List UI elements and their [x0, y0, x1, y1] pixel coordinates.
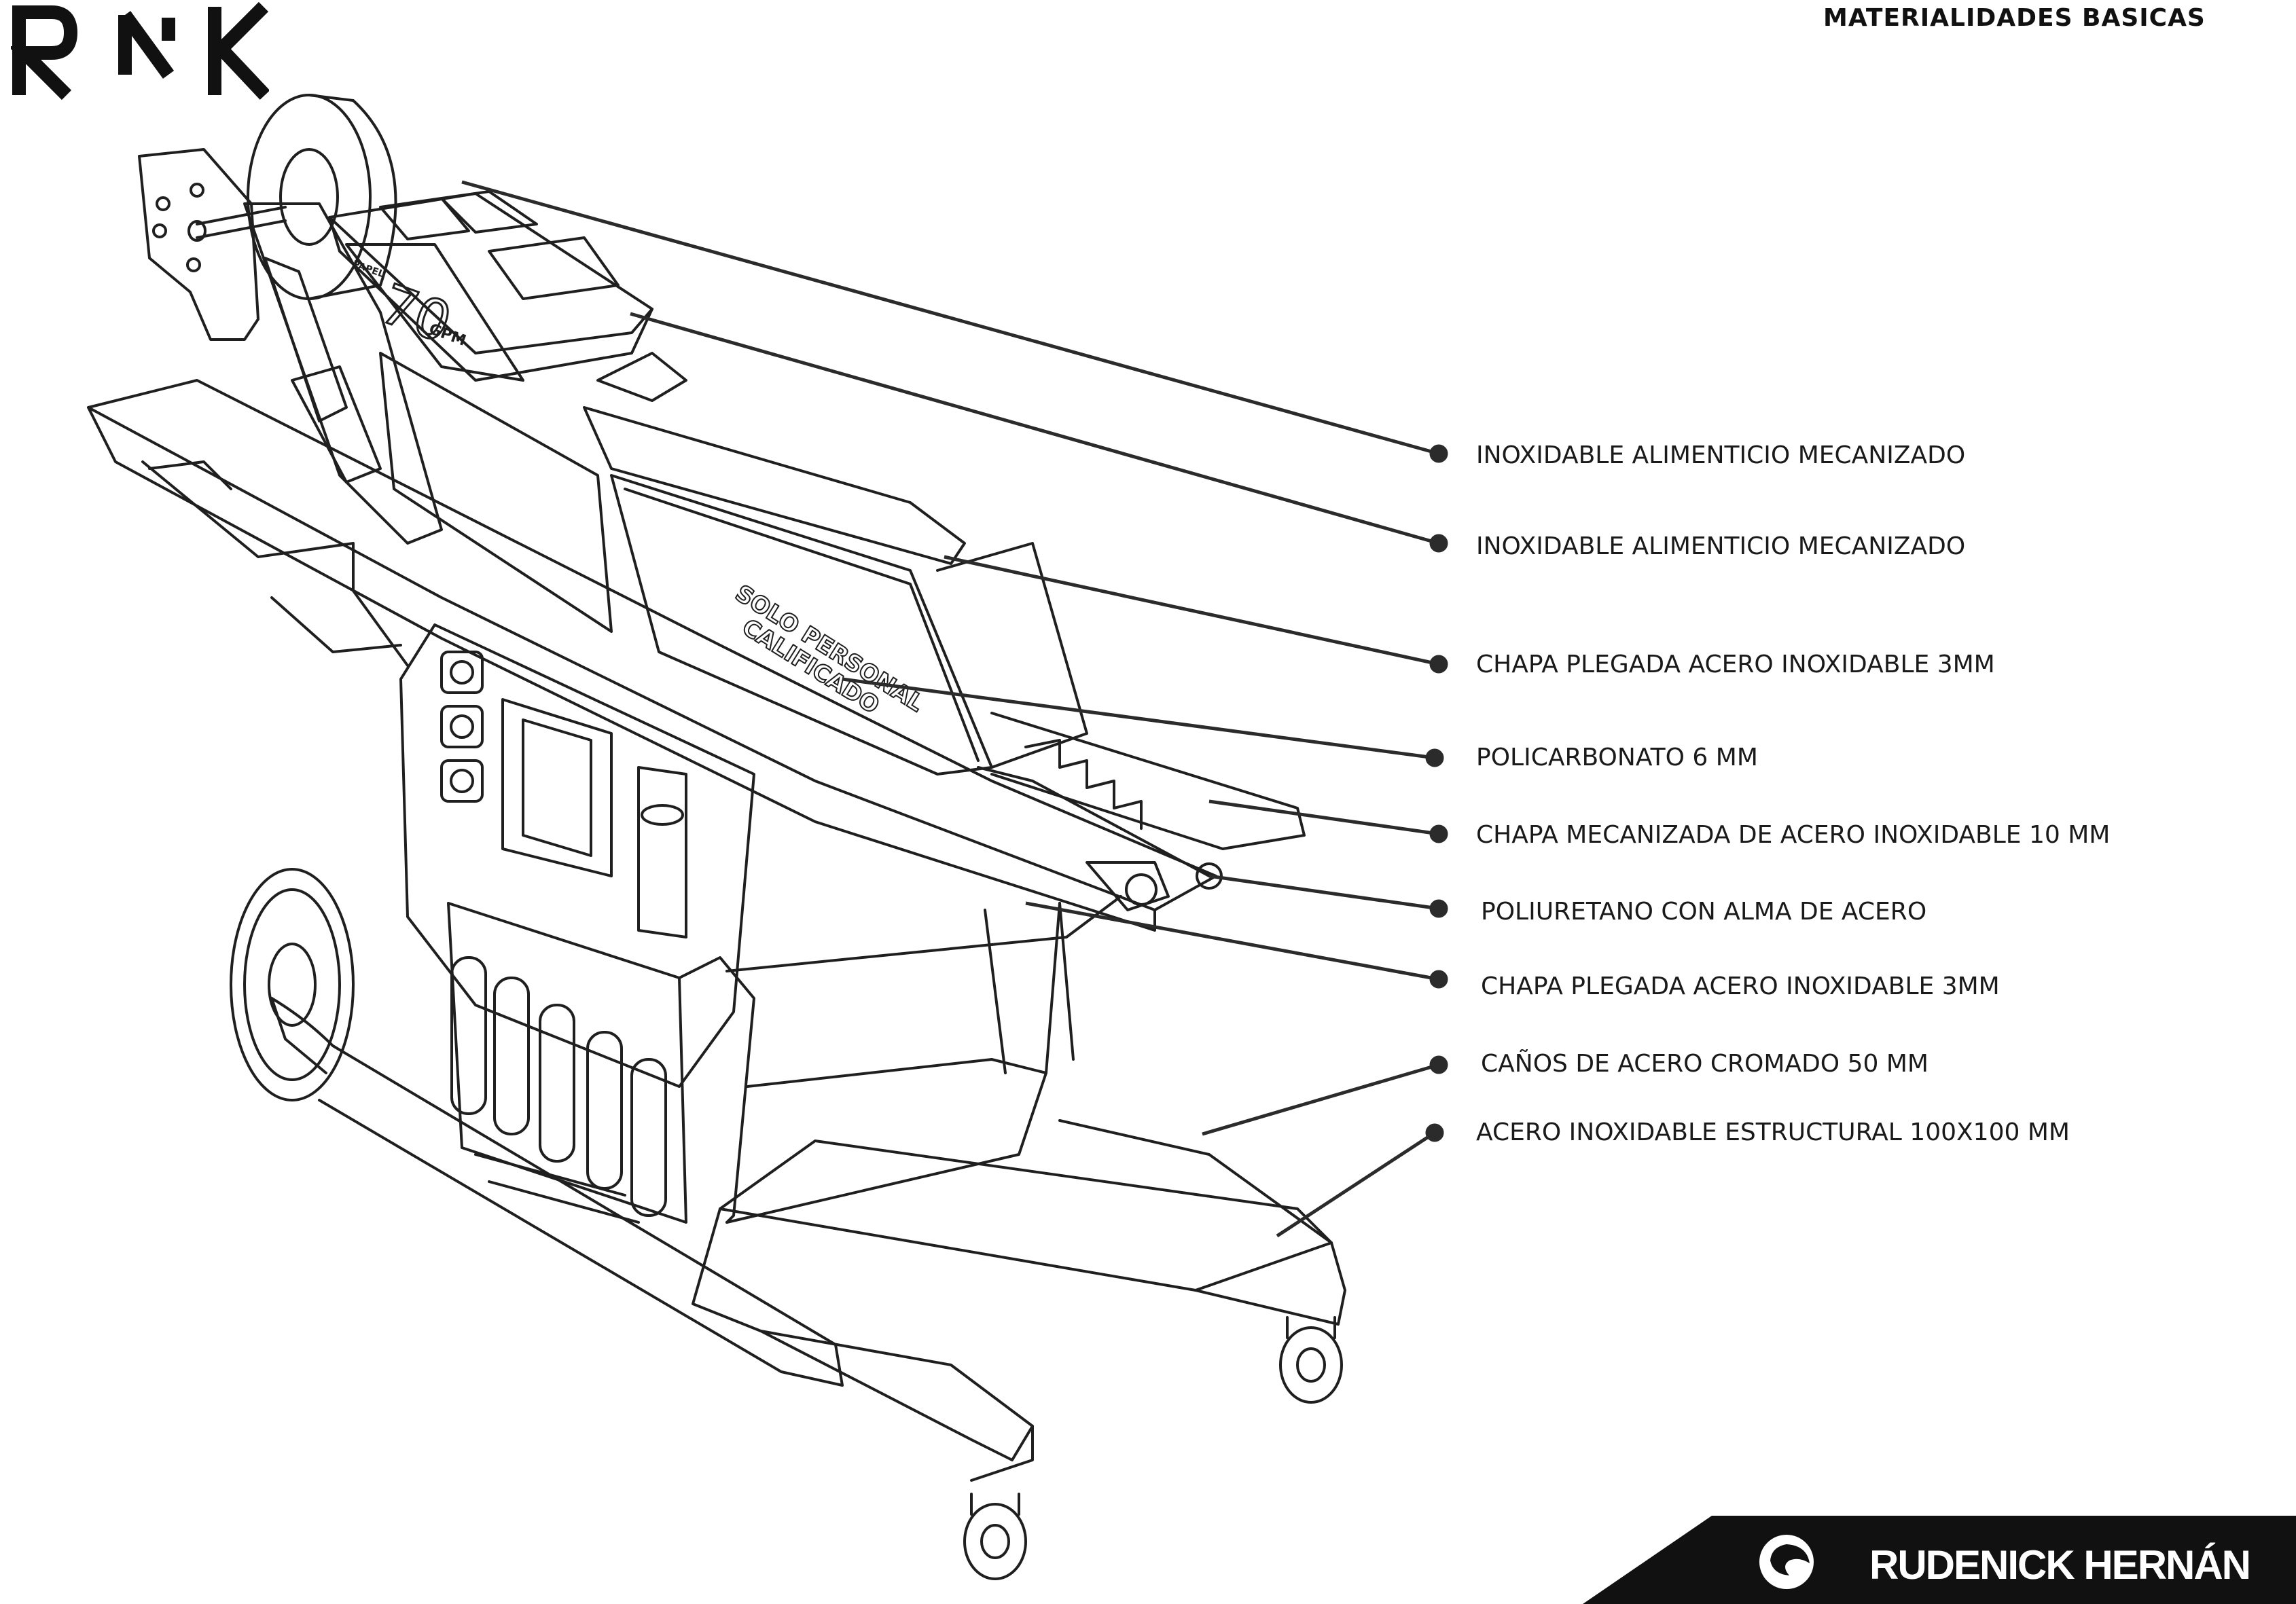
- leader-dot: [1429, 970, 1448, 989]
- leader-dot: [1429, 824, 1448, 843]
- leader-dot: [1429, 655, 1448, 674]
- page-title: MATERIALIDADES BASICAS: [1823, 4, 2206, 32]
- leader-dot: [1429, 534, 1448, 553]
- leader-line: [1208, 799, 1439, 836]
- callout-label: CAÑOS DE ACERO CROMADO 50 MM: [1481, 1050, 1929, 1078]
- output-rollers: [977, 739, 1223, 911]
- callout-label: CHAPA PLEGADA ACERO INOXIDABLE 3MM: [1481, 972, 2000, 1000]
- author-band: [1583, 1516, 2296, 1604]
- leader-line: [630, 312, 1439, 545]
- leader-dot: [1429, 1055, 1448, 1074]
- electrical-cabinet: [399, 623, 755, 1088]
- callout-label: CHAPA MECANIZADA DE ACERO INOXIDABLE 10 …: [1476, 821, 2111, 849]
- leader-line: [461, 180, 1439, 456]
- callout-label: INOXIDABLE ALIMENTICIO MECANIZADO: [1476, 441, 1966, 469]
- chassis-frame: [678, 895, 1346, 1482]
- caster-wheel: [1279, 1316, 1343, 1404]
- callout-label: ACERO INOXIDABLE ESTRUCTURAL 100X100 MM: [1476, 1118, 2070, 1146]
- leader-dot: [1425, 1123, 1444, 1142]
- leader-dot: [1429, 444, 1448, 463]
- author-name: RUDENICK HERNÁN: [1869, 1542, 2251, 1588]
- leader-line: [1208, 874, 1439, 911]
- rnk-logo: [11, 1, 269, 101]
- push-handle: [270, 997, 844, 1387]
- front-grille: [447, 902, 687, 1224]
- leader-line: [842, 677, 1435, 760]
- leader-line: [944, 555, 1439, 666]
- caster-wheel: [963, 1493, 1027, 1580]
- top-control-box: [328, 190, 653, 633]
- roll-support-plate: [138, 148, 443, 545]
- leader-line: [1202, 1063, 1439, 1136]
- leader-line: [1025, 901, 1439, 981]
- callout-label: CHAPA PLEGADA ACERO INOXIDABLE 3MM: [1476, 651, 1995, 678]
- leader-dot: [1429, 899, 1448, 918]
- feeding-chute: [583, 352, 1306, 850]
- callout-label: POLICARBONATO 6 MM: [1476, 744, 1758, 771]
- callout-label: POLIURETANO CON ALMA DE ACERO: [1481, 898, 1927, 926]
- callout-label: INOXIDABLE ALIMENTICIO MECANIZADO: [1476, 532, 1966, 560]
- main-deck: [87, 379, 1217, 932]
- rear-wheel: [230, 868, 355, 1101]
- wave-logo-icon: [1759, 1535, 1814, 1589]
- leader-line: [1276, 1131, 1436, 1238]
- leader-dot: [1425, 748, 1444, 767]
